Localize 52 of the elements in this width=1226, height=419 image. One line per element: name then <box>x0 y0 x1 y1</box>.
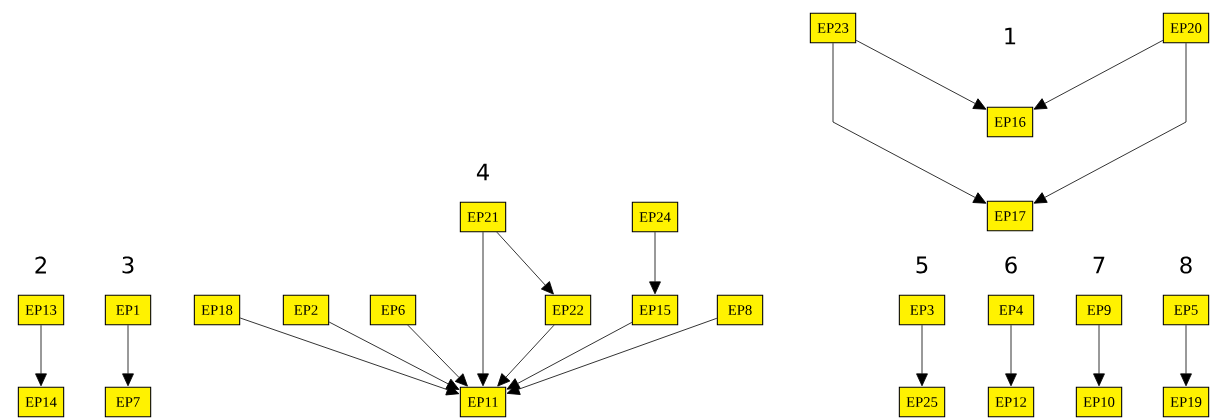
group-number: 5 <box>916 256 928 274</box>
arrow <box>239 317 460 396</box>
process-box: EP4 <box>987 294 1035 326</box>
process-box: EP12 <box>987 386 1035 418</box>
arrow <box>916 324 928 387</box>
process-box: EP24 <box>631 201 679 233</box>
process-box: EP23 <box>809 12 857 44</box>
process-box: EP1 <box>104 294 152 326</box>
arrow <box>649 231 661 295</box>
process-box: EP3 <box>898 294 946 326</box>
process-box: EP15 <box>631 294 679 326</box>
process-box: EP20 <box>1162 12 1210 44</box>
process-box: EP11 <box>459 386 507 418</box>
arrow <box>1093 324 1105 387</box>
process-box: EP14 <box>17 386 65 418</box>
group-number: 3 <box>122 256 134 274</box>
arrow <box>855 39 987 110</box>
arrow <box>328 321 460 390</box>
group-number: 6 <box>1005 256 1017 274</box>
arrow <box>832 42 987 204</box>
process-box: EP18 <box>193 294 241 326</box>
arrow <box>497 324 555 387</box>
process-box: EP10 <box>1075 386 1123 418</box>
group-number: 8 <box>1180 256 1192 274</box>
process-box: EP2 <box>282 294 330 326</box>
process-box: EP21 <box>459 201 507 233</box>
process-box: EP5 <box>1162 294 1210 326</box>
process-box: EP25 <box>898 386 946 418</box>
group-number: 2 <box>35 256 46 274</box>
arrow <box>1033 40 1164 110</box>
group-number: 1 <box>1005 27 1016 45</box>
arrow <box>506 322 633 390</box>
arrow <box>1005 324 1017 387</box>
arrow <box>1033 42 1187 204</box>
arrow <box>35 324 47 387</box>
process-box: EP17 <box>986 200 1034 232</box>
group-number: 4 <box>476 163 489 181</box>
arrow <box>496 231 554 295</box>
process-box: EP13 <box>17 294 65 326</box>
arrow <box>407 324 468 387</box>
arrow <box>477 231 489 387</box>
arrow <box>506 317 718 395</box>
group-number: 7 <box>1093 256 1105 274</box>
process-box: EP9 <box>1075 294 1123 326</box>
arrow <box>122 324 134 387</box>
process-box: EP7 <box>104 386 152 418</box>
process-box: EP6 <box>369 294 417 326</box>
process-box: EP22 <box>544 294 592 326</box>
process-box: EP8 <box>716 294 764 326</box>
process-box: EP16 <box>986 106 1034 138</box>
process-box: EP19 <box>1162 386 1210 418</box>
arrow <box>1180 324 1192 387</box>
